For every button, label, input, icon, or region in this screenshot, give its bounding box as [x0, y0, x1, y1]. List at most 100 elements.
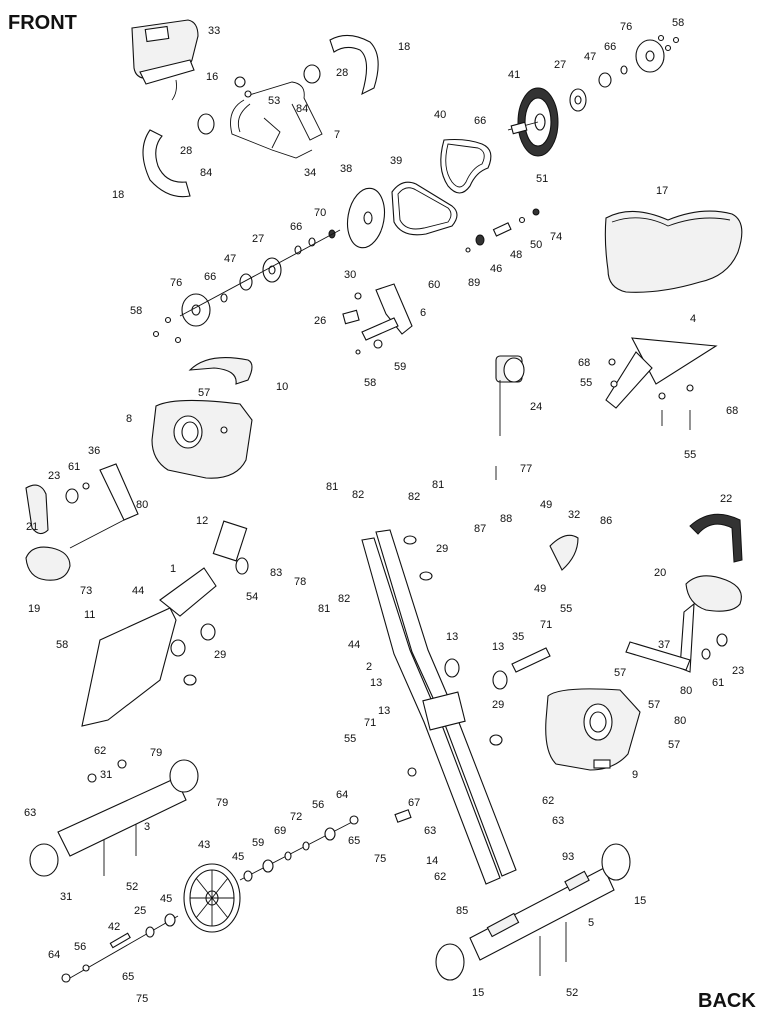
callout-number: 48 — [510, 249, 522, 261]
callout-number: 93 — [562, 851, 574, 863]
rear-stabilizer-part — [435, 843, 631, 981]
callout-number: 28 — [336, 67, 348, 79]
callout-number: 80 — [136, 499, 148, 511]
left-crank-pedal-part — [25, 463, 139, 581]
callout-number: 26 — [314, 315, 326, 327]
callout-number: 3 — [144, 821, 150, 833]
callout-number: 63 — [24, 807, 36, 819]
callout-number: 64 — [48, 949, 60, 961]
callout-number: 79 — [216, 797, 228, 809]
callout-number: 66 — [474, 115, 486, 127]
callout-number: 56 — [74, 941, 86, 953]
callout-number: 65 — [122, 971, 134, 983]
front-post-part — [81, 520, 249, 727]
callout-number: 60 — [428, 279, 440, 291]
callout-number: 76 — [620, 21, 632, 33]
callout-number: 22 — [720, 493, 732, 505]
callout-number: 58 — [672, 17, 684, 29]
callout-number: 12 — [196, 515, 208, 527]
callout-number: 66 — [604, 41, 616, 53]
callout-number: 37 — [658, 639, 670, 651]
callout-number: 45 — [232, 851, 244, 863]
callout-number: 68 — [578, 357, 590, 369]
callout-number: 53 — [268, 95, 280, 107]
seat-part — [604, 210, 743, 293]
callout-number: 5 — [588, 917, 594, 929]
console-part — [131, 19, 199, 101]
callout-number: 57 — [668, 739, 680, 751]
callout-number: 61 — [712, 677, 724, 689]
callout-number: 15 — [634, 895, 646, 907]
flywheel-part — [507, 87, 559, 157]
callout-number: 32 — [568, 509, 580, 521]
callout-number: 84 — [296, 103, 308, 115]
callout-number: 66 — [290, 221, 302, 233]
callout-number: 43 — [198, 839, 210, 851]
callout-number: 72 — [290, 811, 302, 823]
lower-axle-parts — [61, 913, 179, 983]
callout-number: 59 — [394, 361, 406, 373]
callout-number: 13 — [446, 631, 458, 643]
callout-number: 81 — [318, 603, 330, 615]
pulley-part — [346, 187, 386, 249]
callout-number: 77 — [520, 463, 532, 475]
callout-number: 68 — [726, 405, 738, 417]
callout-number: 35 — [512, 631, 524, 643]
callout-number: 83 — [270, 567, 282, 579]
callout-number: 57 — [614, 667, 626, 679]
callout-number: 59 — [252, 837, 264, 849]
callout-number: 61 — [68, 461, 80, 473]
callout-number: 80 — [674, 715, 686, 727]
callout-number: 1 — [170, 563, 176, 575]
callout-number: 56 — [312, 799, 324, 811]
front-label: FRONT — [8, 12, 77, 34]
callout-number: 85 — [456, 905, 468, 917]
callout-number: 50 — [530, 239, 542, 251]
callout-number: 14 — [426, 855, 438, 867]
right-crank-pedal-part — [625, 513, 743, 673]
callout-number: 28 — [180, 145, 192, 157]
main-frame-part — [361, 529, 517, 885]
callout-number: 78 — [294, 576, 306, 588]
left-hub-parts — [152, 229, 341, 344]
handlebar-part — [197, 64, 323, 159]
callout-number: 44 — [348, 639, 360, 651]
callout-number: 82 — [338, 593, 350, 605]
callout-number: 47 — [584, 51, 596, 63]
axle-part — [511, 647, 551, 673]
callout-number: 39 — [390, 155, 402, 167]
callout-number: 89 — [468, 277, 480, 289]
callout-number: 19 — [28, 603, 40, 615]
callout-number: 73 — [80, 585, 92, 597]
callout-number: 4 — [690, 313, 696, 325]
callout-number: 52 — [126, 881, 138, 893]
callout-number: 76 — [170, 277, 182, 289]
idler-bracket-part — [342, 283, 413, 355]
callout-number: 2 — [366, 661, 372, 673]
callout-number: 33 — [208, 25, 220, 37]
callout-number: 21 — [26, 521, 38, 533]
callout-number: 34 — [304, 167, 316, 179]
callout-number: 9 — [632, 769, 638, 781]
callout-number: 75 — [136, 993, 148, 1005]
callout-number: 10 — [276, 381, 288, 393]
cover-small-part — [188, 357, 253, 385]
callout-number: 55 — [684, 449, 696, 461]
callout-number: 64 — [336, 789, 348, 801]
callout-number: 88 — [500, 513, 512, 525]
callout-number: 75 — [374, 853, 386, 865]
callout-number: 87 — [474, 523, 486, 535]
callout-number: 27 — [554, 59, 566, 71]
callout-number: 57 — [198, 387, 210, 399]
callout-number: 15 — [472, 987, 484, 999]
callout-number: 23 — [48, 470, 60, 482]
callout-number: 84 — [200, 167, 212, 179]
callout-number: 52 — [566, 987, 578, 999]
callout-number: 74 — [550, 231, 562, 243]
wheel-part — [183, 863, 241, 933]
callout-number: 80 — [680, 685, 692, 697]
callout-number: 11 — [84, 609, 95, 621]
callout-number: 55 — [344, 733, 356, 745]
bottle-holder-part — [549, 534, 579, 571]
callout-number: 40 — [434, 109, 446, 121]
